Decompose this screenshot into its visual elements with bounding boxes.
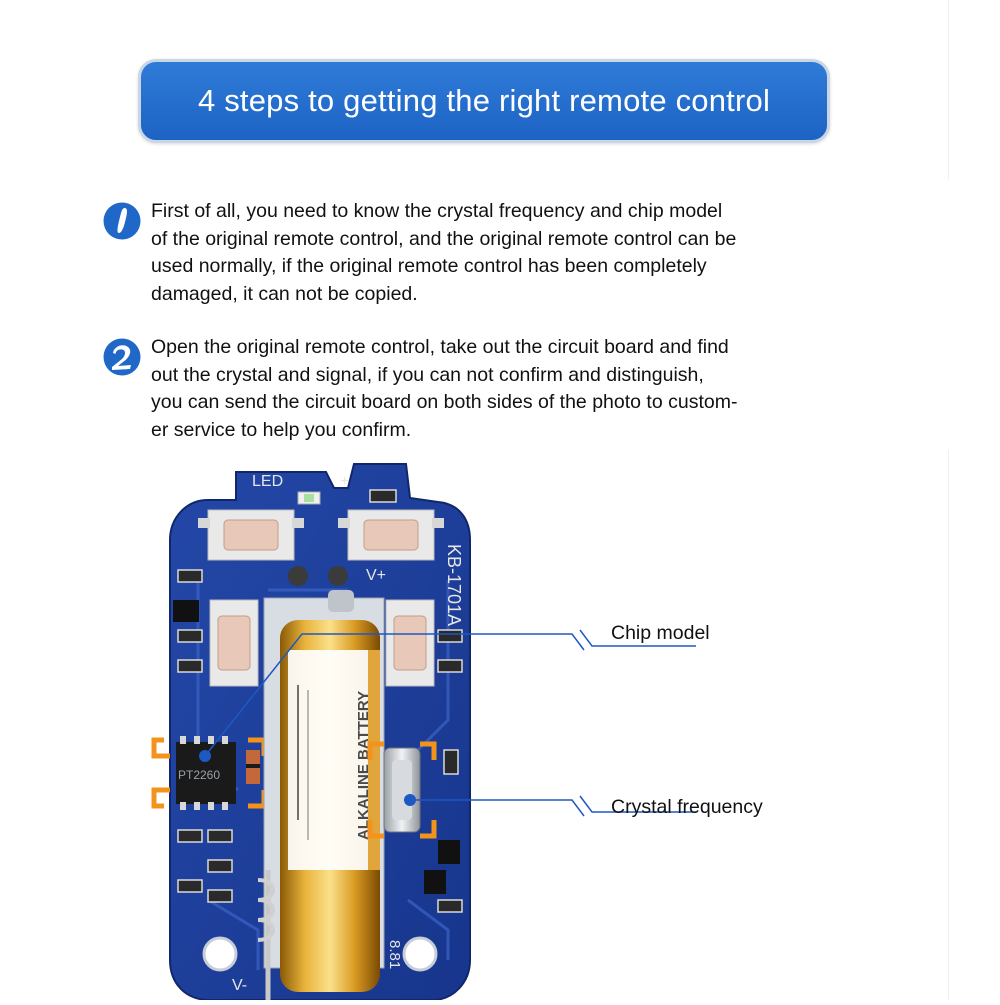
step-2-line: you can send the circuit board on both s… bbox=[151, 391, 738, 413]
battery: ALKALINE BATTERY bbox=[280, 590, 380, 992]
step-1-line: damaged, it can not be copied. bbox=[151, 282, 418, 305]
silkscreen-vminus: V- bbox=[232, 977, 247, 994]
chip-model-callout: Chip model bbox=[611, 622, 710, 644]
crystal-highlight-bracket bbox=[367, 741, 437, 839]
step-2-line: er service to help you confirm. bbox=[151, 418, 412, 441]
silkscreen-led: LED bbox=[252, 473, 283, 490]
crystal-oscillator bbox=[383, 747, 421, 833]
silkscreen-vplus: V+ bbox=[366, 567, 386, 584]
silkscreen-plus: + bbox=[340, 473, 349, 490]
silkscreen-model: KB-1701A bbox=[444, 544, 464, 626]
battery-label: ALKALINE BATTERY bbox=[355, 691, 372, 840]
step-2-text: Open the original remote control, take o… bbox=[151, 334, 831, 444]
chip-pt2260: PT2260 bbox=[176, 736, 236, 810]
title-banner: 4 steps to getting the right remote cont… bbox=[138, 59, 830, 143]
step-1-line: used normally, if the original remote co… bbox=[151, 255, 707, 277]
step-2-line: out the crystal and signal, if you can n… bbox=[151, 363, 704, 386]
top-right-switch bbox=[338, 509, 444, 561]
callout-leader-lines bbox=[204, 629, 696, 817]
page-title: 4 steps to getting the right remote cont… bbox=[197, 83, 771, 118]
silkscreen-bottom: 8.81 bbox=[386, 940, 403, 969]
left-side-switch bbox=[209, 599, 259, 687]
right-side-switch bbox=[385, 599, 435, 687]
step-1-number-icon bbox=[103, 202, 141, 240]
crystal-frequency-callout: Crystal frequency bbox=[611, 796, 763, 818]
top-left-switch bbox=[198, 509, 304, 561]
circuit-board-illustration: PT2260 ALKALINE BATTERY bbox=[148, 460, 808, 1001]
step-1-line: of the original remote control, and the … bbox=[151, 227, 737, 250]
chip-marking: PT2260 bbox=[178, 768, 220, 782]
step-1-line: First of all, you need to know the cryst… bbox=[151, 200, 723, 222]
edge-divider bbox=[948, 450, 949, 1000]
edge-divider bbox=[948, 0, 949, 180]
step-2-line: Open the original remote control, take o… bbox=[151, 336, 729, 358]
circuit-board-svg: PT2260 ALKALINE BATTERY bbox=[151, 463, 696, 1001]
step-1-text: First of all, you need to know the cryst… bbox=[151, 198, 831, 308]
step-2-number-icon bbox=[103, 338, 141, 376]
